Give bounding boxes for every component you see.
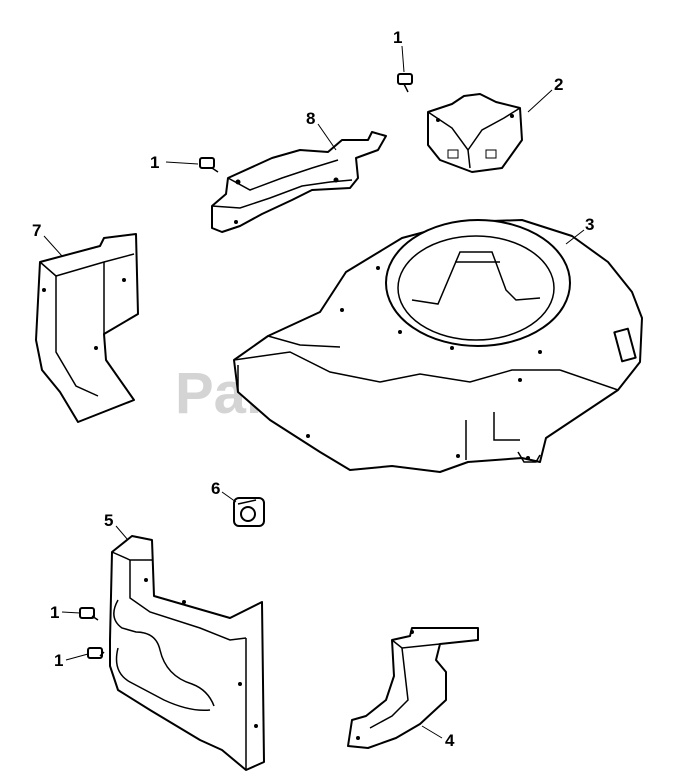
part-side-baffle: [35, 233, 139, 423]
callout-5: 5: [104, 511, 113, 530]
part-screw-mid: [199, 157, 219, 173]
callout-7: 7: [32, 221, 41, 240]
part-grommet: [233, 497, 265, 527]
callout-4: 4: [445, 731, 455, 750]
callout-1-low-b: 1: [54, 651, 63, 670]
leader-1-mid: [165, 161, 199, 165]
leader-6: [221, 491, 237, 503]
part-baffle-bracket: [211, 131, 387, 233]
leader-1-top: [401, 45, 405, 73]
leader-4: [421, 725, 443, 739]
leader-1-low-b: [65, 653, 89, 661]
leader-5: [115, 525, 129, 541]
part-blower-housing: [233, 219, 643, 473]
callout-1-low-a: 1: [50, 603, 59, 622]
part-shroud-cap: [427, 93, 523, 173]
leader-7: [43, 235, 63, 257]
part-lower-baffle: [347, 627, 479, 749]
part-screw-top: [397, 73, 413, 93]
part-screw-low-a: [79, 607, 99, 621]
callout-2: 2: [554, 75, 563, 94]
leader-8: [317, 123, 337, 151]
leader-lines: [43, 45, 585, 739]
part-cylinder-shield: [109, 535, 265, 771]
callout-8: 8: [306, 109, 315, 128]
part-screw-low-b: [87, 647, 105, 659]
callout-1-mid: 1: [150, 153, 159, 172]
callouts: 1 2 3 8 1 7 6 5 1 1 4: [32, 28, 594, 750]
callout-6: 6: [211, 479, 220, 498]
leader-1-low-a: [61, 611, 81, 614]
callout-1-top: 1: [393, 28, 402, 47]
callout-3: 3: [585, 215, 594, 234]
leader-2: [527, 89, 553, 113]
leader-3: [565, 229, 585, 245]
